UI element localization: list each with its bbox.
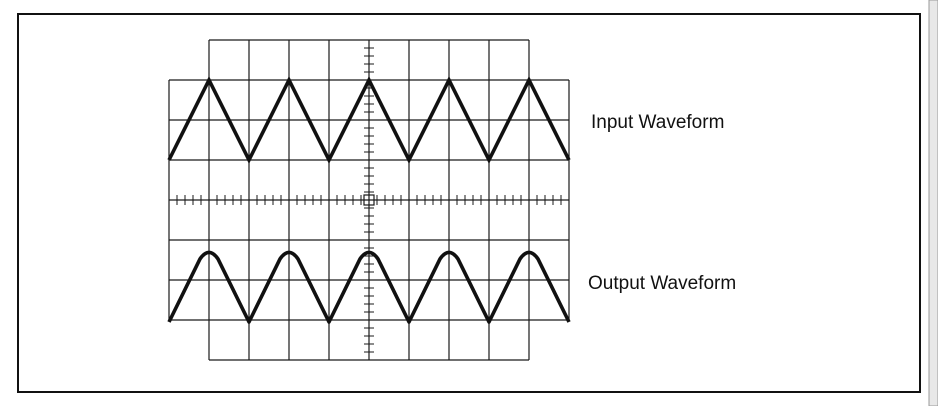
- output-waveform-trace: [167, 250, 571, 324]
- figure-frame: [17, 13, 921, 393]
- center-marker-square: [363, 194, 375, 206]
- input-waveform-trace: [167, 75, 571, 165]
- center-axis-ticks: [168, 39, 570, 361]
- page-edge-strip: [928, 0, 938, 406]
- input-waveform-label: Input Waveform: [591, 112, 724, 133]
- output-waveform-label: Output Waveform: [588, 273, 736, 294]
